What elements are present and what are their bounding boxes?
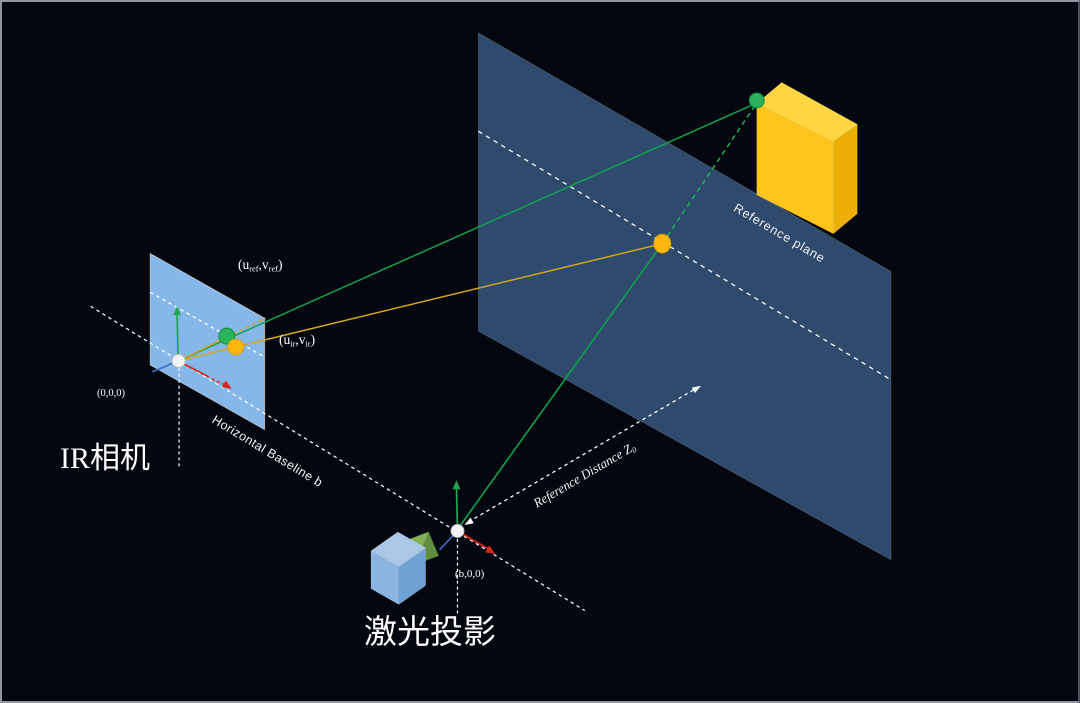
- ir-pixel-close: ): [310, 332, 316, 347]
- laser-origin-label: (b,0,0): [455, 568, 485, 580]
- object-box-side-face: [833, 123, 858, 235]
- reference-pixel-open: (u: [238, 257, 250, 272]
- reference-pixel-comma: ,v: [258, 257, 269, 272]
- laser-origin-dot: [450, 524, 465, 538]
- laser-x-axis-arrowhead: [485, 545, 496, 554]
- camera-y-axis: [176, 313, 179, 360]
- image-yellow-pixel-dot: [227, 338, 245, 356]
- ir-pixel-comma: ,v: [295, 332, 306, 347]
- reference-distance-arrow: [468, 387, 698, 523]
- ir-pixel-sub-u: ir: [290, 339, 296, 349]
- image-green-pixel-dot: [218, 327, 236, 345]
- laser-projector-title: 激光投影: [364, 615, 496, 651]
- ir-pixel-open: (u: [279, 332, 291, 347]
- image-plane-row-line: [149, 291, 265, 358]
- ir-pixel-sub-v: ir: [305, 339, 311, 349]
- ir-pixel-label: (uir,vir): [279, 332, 316, 349]
- object-point-dot: [748, 92, 765, 109]
- reference-pixel-close: ): [277, 257, 283, 272]
- camera-origin-dot: [171, 353, 186, 368]
- laser-beam-line: [457, 243, 663, 529]
- reference-pixel-label: (uref,vref): [238, 257, 283, 274]
- object-box-front-face: [756, 103, 834, 235]
- reference-distance-arrowhead-far: [691, 385, 702, 394]
- reference-plane: [477, 32, 892, 561]
- camera-x-axis-dashed: [211, 378, 226, 386]
- reference-ray-yellow: [177, 242, 663, 362]
- observed-ray-green: [177, 102, 757, 362]
- laser-y-axis-arrowhead: [452, 480, 461, 490]
- ir-camera-title: IR相机: [60, 442, 150, 475]
- yellow-ray-to-green-pixel: [177, 336, 228, 362]
- baseline-dashed-line: [90, 305, 586, 612]
- camera-x-axis-arrowhead: [221, 380, 232, 389]
- reference-pixel-sub-u: ref: [249, 264, 259, 274]
- image-plane: [149, 252, 266, 431]
- reference-pixel-sub-v: ref: [268, 264, 278, 274]
- camera-y-axis-arrowhead: [173, 306, 182, 316]
- laser-beam-dashed-extension: [661, 103, 757, 245]
- camera-origin-label: (0,0,0): [97, 388, 125, 399]
- reference-point-dot: [653, 233, 672, 254]
- laser-cube-side-face: [398, 547, 426, 606]
- laser-y-axis: [455, 487, 459, 530]
- reference-distance-arrowhead-near: [464, 517, 474, 526]
